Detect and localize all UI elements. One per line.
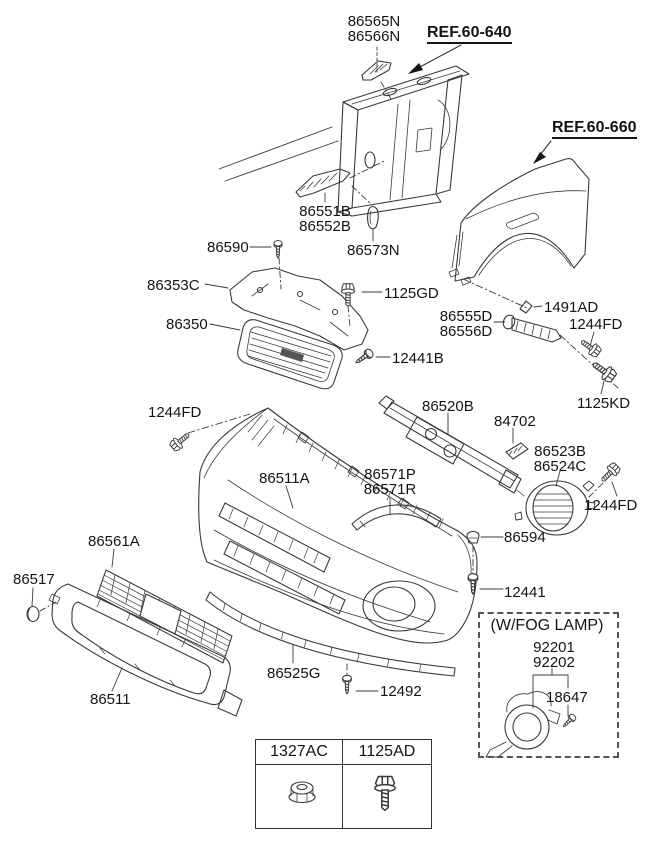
leader-lines [31, 192, 618, 692]
fog-lamp-option-title: (W/FOG LAMP) [490, 617, 604, 634]
part-label-86520B: 86520B [422, 398, 474, 415]
part-label-86590: 86590 [207, 239, 249, 256]
ref-660-arrow [533, 140, 552, 164]
ref-link-60-640[interactable]: REF.60-640 [427, 24, 512, 44]
bumper-garnish-drawing [351, 504, 442, 531]
ref-640-arrow [408, 44, 462, 74]
part-label-1244FD-left: 1244FD [148, 404, 202, 421]
part-label-86517: 86517 [13, 571, 55, 588]
part-label-12441B: 12441B [392, 350, 444, 367]
fastener-table: 1327AC 1125AD [255, 739, 432, 829]
part-number: 86551B [299, 203, 351, 220]
part-label-84702: 84702 [494, 413, 536, 430]
part-label-86525G: 86525G [267, 665, 321, 682]
part-label-92201-92202: 92201 92202 [509, 640, 599, 670]
radiator-support-drawing [337, 65, 470, 217]
part-number: 86565N [347, 13, 401, 30]
part-label-86523B-86524C: 86523B 86524C [532, 444, 588, 474]
grille-upper-cover-drawing [229, 267, 369, 351]
clip-1491AD-drawing [519, 300, 533, 314]
screw-12441B-drawing [352, 347, 376, 368]
ref-link-60-660[interactable]: REF.60-660 [552, 119, 637, 139]
part-number: 86552B [299, 218, 351, 235]
bracket-84702-drawing [505, 442, 529, 460]
screw-12492-drawing [342, 674, 352, 695]
fog-lamp-drawing [485, 667, 569, 758]
clip-86565N-drawing [361, 60, 392, 81]
front-bumper-fascia-drawing [198, 407, 478, 644]
nut-icon [288, 781, 316, 804]
fastener-table-cell-nut [256, 765, 343, 828]
construction-lines [39, 46, 619, 678]
part-label-86571P-86571R: 86571P 86571R [362, 467, 418, 497]
part-label-12492: 12492 [380, 683, 422, 700]
part-label-86511: 86511 [90, 691, 131, 708]
part-label-86551B-86552B: 86551B 86552B [299, 204, 351, 234]
sight-shield-drawing [295, 168, 351, 198]
part-label-1125KD: 1125KD [577, 395, 631, 412]
bolt-1244FD-lower-drawing [597, 460, 623, 486]
part-label-86594: 86594 [504, 529, 546, 546]
part-label-86565N-86566N: 86565N 86566N [347, 14, 401, 44]
radiator-grille-drawing [237, 319, 343, 390]
bumper-reinforcement-drawing [378, 395, 525, 497]
clip-86517-drawing [26, 605, 40, 623]
part-label-1125GD: 1125GD [384, 285, 439, 302]
part-label-86573N: 86573N [347, 242, 400, 259]
clip-86594-drawing [466, 530, 480, 544]
part-label-86511A: 86511A [259, 470, 310, 487]
part-label-86561A: 86561A [88, 533, 140, 550]
part-number: 92202 [533, 654, 575, 671]
side-bracket-drawing [502, 314, 562, 343]
part-label-86350: 86350 [166, 316, 208, 333]
part-number: 86523B [534, 443, 586, 460]
part-number: 86556D [439, 323, 493, 340]
part-number: 86566N [347, 28, 401, 45]
lower-grille-insert-drawing [96, 569, 233, 664]
part-label-1491AD: 1491AD [544, 299, 599, 316]
fog-lamp-option-box [478, 612, 619, 758]
fastener-table-header-1327AC: 1327AC [256, 740, 343, 765]
fender-drawing [448, 157, 590, 286]
part-number: 86571P [364, 466, 416, 483]
part-label-18647: 18647 [546, 689, 588, 706]
fastener-table-header-1125AD: 1125AD [343, 740, 431, 765]
part-number: 92201 [533, 639, 575, 656]
fog-cover-drawing [514, 480, 596, 536]
part-number: 86555D [439, 308, 493, 325]
fastener-table-cell-bolt [343, 765, 431, 828]
lower-grille-frame-drawing [48, 583, 243, 717]
screw-86590-drawing [273, 240, 283, 259]
part-label-86555D-86556D: 86555D 86556D [439, 309, 493, 339]
part-label-86353C: 86353C [147, 277, 200, 294]
part-number: 86524C [533, 458, 587, 475]
clip-86573N-drawing [366, 205, 379, 230]
bolt-1125KD-drawing [588, 356, 619, 385]
part-label-1244FD-right: 1244FD [569, 316, 623, 333]
bolt-1125GD-drawing [340, 283, 356, 307]
part-label-1244FD-lower: 1244FD [584, 497, 638, 514]
part-number: 86571R [363, 481, 417, 498]
bumper-lip-drawing [205, 591, 456, 677]
part-label-12441: 12441 [504, 584, 546, 601]
